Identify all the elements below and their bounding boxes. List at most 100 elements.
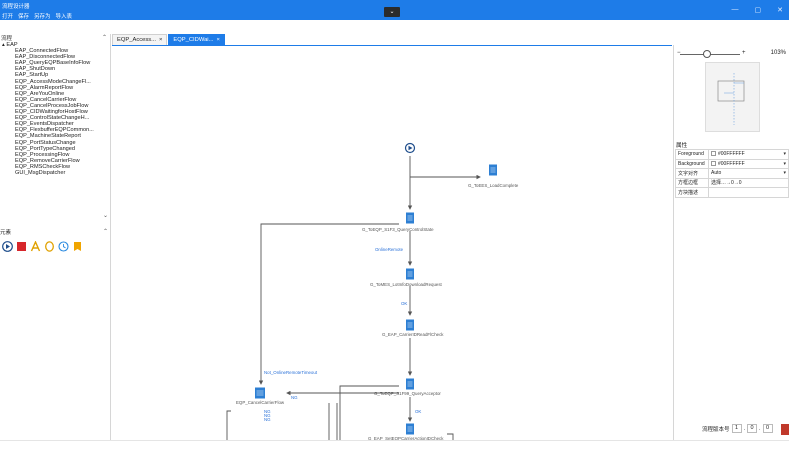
version-patch-input[interactable]: 0 [762,424,773,433]
tree-item[interactable]: EQP_MachineStateReport [15,133,81,140]
color-swatch[interactable] [711,151,716,157]
property-row[interactable]: 方块描述 [675,187,789,198]
section2-title [0,212,2,218]
property-value[interactable]: #00FFFFFF ▾ [708,158,789,169]
right-panel: − + 103% 属性 Foreground#00FFFFFF▾Backgrou… [673,45,789,440]
property-key: 文字对齐 [675,168,709,179]
chevron-down-icon[interactable]: ⌄ [102,213,108,219]
menu-import[interactable]: 导入表 [55,14,73,20]
element-toolbox [2,241,83,252]
flow-panel-title: 流程 [1,36,13,42]
version-minor-input[interactable]: 0 [747,424,758,433]
menu-open[interactable]: 打开 [2,14,14,20]
window-controls: — ▢ ✕ [732,6,784,14]
chevron-up-icon[interactable]: ⌃ [102,229,108,235]
tree-item[interactable]: EQP_CancelProcessJobFlow [15,102,89,109]
minimize-button[interactable]: — [731,6,739,13]
property-value[interactable]: Auto▾ [708,168,789,179]
property-value-text: #00FFFFFF [718,160,745,167]
tree-item[interactable]: EQP_CIDWaitingforHostFlow [15,109,88,116]
flow-node-label: G_ToEES_LoadComplete [468,183,519,188]
collapse-ribbon-button[interactable]: ⌄ [384,7,400,17]
tree-item[interactable]: EAP_DisconnectedFlow [15,54,76,61]
chevron-down-icon[interactable]: ▾ [783,170,786,177]
edge-label: OK [401,301,407,306]
tab-access-mode[interactable]: EQP_Access... × [112,34,168,45]
tree-item[interactable]: EAP_ShutDown [15,66,56,73]
subflow-node-icon[interactable] [72,241,83,252]
property-key: Background [675,158,709,169]
flow-node[interactable]: G_EAP_CarrierIDReadFlCheck [382,319,444,338]
timer-node-icon[interactable] [58,241,69,252]
elements-header: 元素 ⌃ [0,228,111,236]
tree-item[interactable]: EQP_FlexbufferEQPCommon... [15,127,94,134]
tree-item[interactable]: EQP_RMSCheckFlow [15,163,71,170]
tree-item[interactable]: EQP_ControlStateChangeH... [15,115,90,122]
minimap[interactable] [705,62,760,132]
property-row[interactable]: Background #00FFFFFF ▾ [675,158,789,169]
property-key: 方块描述 [675,187,709,198]
flow-node-label: G_ToEQP_S1F99_QueryAcceptor [374,391,441,396]
zoom-slider-thumb[interactable] [703,50,711,58]
tree-item[interactable]: EAP_ConnectedFlow [15,48,69,55]
tab-label: EQP_Access... [117,37,156,43]
tree-item[interactable]: EAP_StartUp [15,72,49,79]
edge-label: NG [264,413,271,418]
flow-node[interactable]: G_ToEQP_S1F3_QueryControlState [362,212,434,233]
flow-node[interactable]: G_EAP_SetEQPCarrierActionIDCheck [368,423,444,442]
tree-item[interactable]: EQP_AreYouOnline [15,90,65,97]
flow-node-label: G_ToEQP_S1F3_QueryControlState [362,227,434,232]
property-row[interactable]: Foreground#00FFFFFF▾ [675,149,789,160]
close-icon[interactable]: × [216,37,220,43]
action-node-icon[interactable] [30,241,41,252]
zoom-in-button[interactable]: + [742,50,746,56]
stop-node-icon[interactable] [16,241,27,252]
zoom-out-button[interactable]: − [677,50,681,56]
close-icon[interactable]: × [158,37,163,43]
condition-node-icon[interactable] [44,241,55,252]
property-value[interactable]: #00FFFFFF▾ [708,149,789,160]
property-value[interactable]: 选择…→0→0 [708,177,789,188]
properties-title: 属性 [676,143,688,149]
flow-node[interactable]: EQP_CancelCarrierFlow [236,387,285,406]
tree-item[interactable]: EQP_PortStatusChange [15,139,76,146]
flow-node[interactable]: G_ToEQP_S1F99_QueryAcceptor [374,378,441,397]
property-value[interactable] [708,187,789,198]
maximize-button[interactable]: ▢ [754,7,762,14]
tree-item[interactable]: EQP_AlarmReportFlow [15,84,74,91]
close-window-button[interactable]: ✕ [777,7,783,14]
tree-item[interactable]: EQP_ProcessingFlow [15,151,70,158]
property-row[interactable]: 方框边框选择…→0→0 [675,177,789,188]
tree-item[interactable]: EAP_QueryEQPBaseInfoFlow [15,60,91,67]
tree-item[interactable]: EQP_CancelCarrierFlow [15,96,77,103]
version-major-input[interactable]: 1 [731,424,742,433]
tree-item[interactable]: EQP_PortTypeChanged [15,145,76,152]
menu-save-as[interactable]: 另存为 [34,14,51,20]
tree-item[interactable]: GUI_MsgDispatcher [15,169,66,176]
flow-node[interactable]: G_ToEES_LoadComplete [468,164,519,189]
flow-node-label: G_EAP_CarrierIDReadFlCheck [382,332,444,337]
chevron-down-icon[interactable]: ▾ [783,151,786,158]
start-node[interactable] [404,142,416,154]
chevron-up-icon[interactable]: ⌃ [101,35,107,41]
color-swatch[interactable] [711,160,716,166]
flow-node[interactable]: G_ToMES_LotInfoDownloadRequest [370,268,443,288]
flow-node-label: G_EAP_SetEQPCarrierActionIDCheck [368,436,444,441]
tree-root-label: EAP [6,42,18,48]
tab-cid-waiting[interactable]: EQP_CIDWai... × [168,34,225,45]
menu-save[interactable]: 保存 [18,14,30,20]
property-key: 方框边框 [675,177,709,188]
tree-root[interactable]: ▴ EAP [2,42,18,48]
tree-item[interactable]: EQP_EventsDispatcher [15,121,74,128]
tree-item[interactable]: EQP_RemoveCarrierFlow [15,157,80,164]
property-value-text: 选择…→0→0 [711,180,742,187]
chevron-down-icon[interactable]: ▾ [783,160,786,167]
edge-label: NG [291,395,298,400]
tree-item[interactable]: EQP_AccessModeChangeFl... [15,78,91,85]
start-node-icon[interactable] [2,241,13,252]
elements-title: 元素 [0,230,12,236]
